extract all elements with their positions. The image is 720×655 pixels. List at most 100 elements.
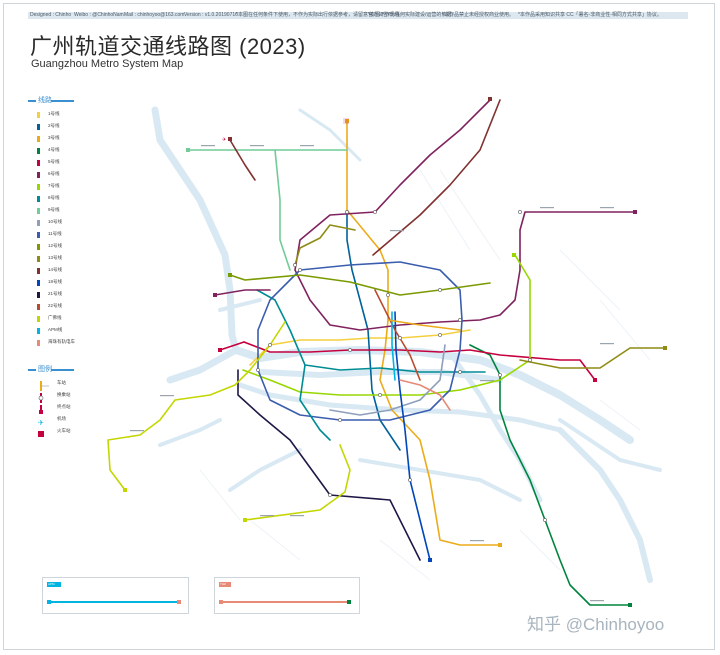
- line-color-swatch: [37, 148, 40, 154]
- line-color-swatch: [37, 160, 40, 166]
- line-11-path: [257, 261, 463, 421]
- weibo-credit: Weibo : @ChinhoNam: [74, 12, 124, 18]
- watermark: 知乎 @Chinhoyoo: [527, 615, 665, 634]
- svg-text:✈: ✈: [38, 420, 44, 427]
- line-color-swatch: [37, 340, 40, 346]
- line-color-swatch: [37, 124, 40, 130]
- legend-line-label: 12号线: [48, 243, 63, 248]
- mail-credit: Mail : chinhoyoo@163.com: [124, 12, 185, 18]
- legend-symbol-label: 终点站: [57, 404, 71, 409]
- legend-line-label: 8号线: [48, 195, 60, 200]
- apm-inset: APM: [42, 577, 189, 614]
- page-subtitle: Guangzhou Metro System Map: [31, 58, 184, 70]
- line-7-path: [242, 254, 531, 396]
- legend-symbol-label: 火车站: [57, 428, 71, 433]
- background-grid: [199, 169, 651, 581]
- note-2: *本图不作为任何实际建设/运营的依据。: [368, 12, 457, 18]
- apm-badge: APM: [48, 582, 55, 586]
- line-3b-path: [387, 319, 461, 331]
- map-frame: [3, 3, 715, 650]
- railway-icon: [37, 426, 51, 444]
- line-21-path: [237, 369, 421, 561]
- line-13-east-path: [519, 347, 666, 369]
- line-color-swatch: [37, 316, 40, 322]
- legend-line-label: 6号线: [48, 171, 60, 176]
- line-2-path: [346, 211, 401, 451]
- line-12-path: [229, 274, 491, 296]
- page-title: 广州轨道交通线路图 (2023): [30, 34, 306, 59]
- line-apm-path: [391, 311, 396, 381]
- station-markers: [256, 210, 547, 522]
- line-color-swatch: [37, 220, 40, 226]
- legend-line-label: 9号线: [48, 207, 60, 212]
- legend-line-label: 21号线: [48, 291, 63, 296]
- legend-line-label: 2号线: [48, 123, 60, 128]
- legend-line-label: 22号线: [48, 303, 63, 308]
- line-color-swatch: [37, 268, 40, 274]
- line-color-swatch: [37, 112, 40, 118]
- line-6-path: [294, 99, 636, 331]
- line-22-path: [374, 289, 421, 381]
- legend-line-label: 3号线: [48, 135, 60, 140]
- legend-symbols-heading: 图例: [28, 365, 74, 375]
- legend-symbol-label: 换乘站: [57, 392, 71, 397]
- legend-line-label: 14号线: [48, 267, 63, 272]
- line-3-path: [346, 121, 501, 546]
- line-18-path: [394, 311, 431, 561]
- legend-line-label: 10号线: [48, 219, 63, 224]
- line-color-swatch: [37, 256, 40, 262]
- line-4-path: [469, 344, 631, 606]
- station-icon: [37, 378, 51, 396]
- interchange-icon: [37, 390, 51, 408]
- version-label: Version : v1.0.20190716: [184, 12, 238, 18]
- line-8b-path: [299, 364, 331, 441]
- info-bar: Designed : Chinho Weibo : @ChinhoNam Mai…: [28, 12, 688, 19]
- line-gf-south-path: [244, 444, 351, 521]
- legend-symbol-label: 机场: [57, 416, 66, 421]
- line-14-path: [372, 99, 501, 256]
- line-color-swatch: [37, 208, 40, 214]
- legend-line-label: 海珠有轨电车: [48, 339, 75, 344]
- line-color-swatch: [37, 304, 40, 310]
- note-3: *本作品禁止未经授权商业使用。: [442, 12, 514, 18]
- designer-credit: Designed : Chinho: [30, 12, 72, 18]
- legend-line-label: 18号线: [48, 279, 63, 284]
- terminal-icon: [37, 402, 51, 420]
- line-6b-path: [214, 289, 271, 296]
- line-color-swatch: [37, 244, 40, 250]
- note-4: *本作品采用知识共享 CC「署名-非商业性-相同方式共享」协议。: [518, 12, 662, 18]
- legend-symbol-label: 车站: [57, 380, 66, 385]
- line-color-swatch: [37, 136, 40, 142]
- legend-line-label: APM线: [48, 327, 63, 332]
- legend-lines-heading: 线路: [28, 96, 74, 106]
- airplane-icon: ✈: [222, 137, 226, 143]
- legend-line-label: 13号线: [48, 255, 63, 260]
- line-13-path: [294, 224, 356, 266]
- line-color-swatch: [37, 232, 40, 238]
- line-gf-path: [107, 321, 286, 491]
- terminal-markers: [123, 97, 667, 607]
- legend-line-label: 1号线: [48, 111, 60, 116]
- train-station-icon: [343, 118, 349, 124]
- line-5b-path: [219, 341, 245, 351]
- legend-line-label: 5号线: [48, 159, 60, 164]
- tram-inset: THZ: [214, 577, 360, 614]
- line-color-swatch: [37, 184, 40, 190]
- pearl-river: [151, 106, 662, 583]
- svg-text:✈: ✈: [222, 137, 226, 143]
- airport-icon: ✈: [37, 414, 51, 432]
- tram-badge: THZ: [220, 582, 226, 586]
- line-8-path: [256, 289, 486, 373]
- line-9b-path: [274, 149, 291, 271]
- line-10-path: [329, 344, 446, 416]
- legend-line-label: 11号线: [48, 231, 62, 236]
- line-color-swatch: [37, 196, 40, 202]
- note-1: *本图在任何条件下使用，不作为实际出行依据参考，请留意官方公告/现场。: [236, 12, 405, 18]
- line-5-path: [243, 341, 596, 381]
- line-color-swatch: [37, 280, 40, 286]
- line-thz-path: [399, 379, 451, 411]
- legend-line-label: 7号线: [48, 183, 60, 188]
- line-color-swatch: [37, 328, 40, 334]
- line-color-swatch: [37, 172, 40, 178]
